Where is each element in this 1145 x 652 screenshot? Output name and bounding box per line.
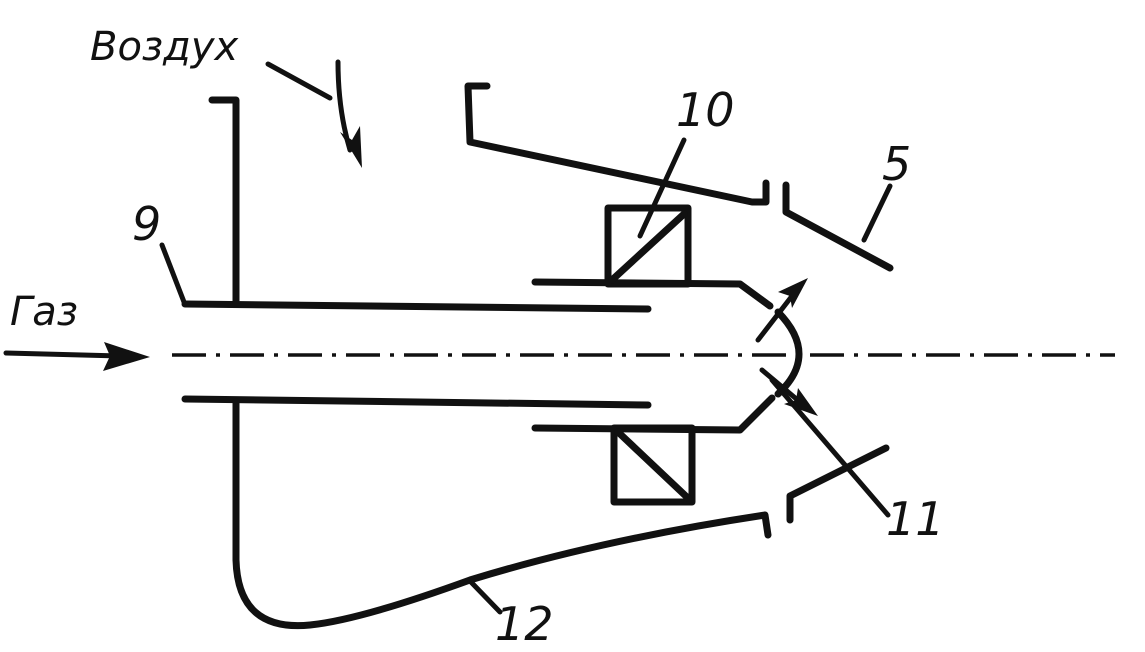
casing-5-upper (464, 82, 894, 272)
leader-5 (861, 183, 893, 243)
label-5: 5 (882, 137, 911, 191)
leader-10 (637, 137, 687, 239)
label-12: 12 (495, 597, 554, 651)
air-housing-12 (232, 398, 772, 630)
nozzle-sleeve (531, 278, 803, 434)
air-label: Воздух (90, 24, 239, 70)
label-10: 10 (676, 83, 735, 137)
gas-inlet-arrow (3, 342, 150, 371)
casing-5-lower (786, 444, 890, 524)
gas-label: Газ (10, 289, 78, 335)
leader-9 (159, 242, 187, 305)
air-arrow (265, 59, 362, 168)
gas-pipe-9 (181, 300, 652, 409)
swirler-10 (604, 204, 696, 506)
label-9: 9 (132, 197, 161, 251)
leader-12 (467, 578, 503, 615)
swirl-arrows (755, 278, 818, 416)
label-11: 11 (886, 492, 945, 546)
leader-11 (769, 377, 891, 518)
mounting-flange (208, 96, 240, 307)
